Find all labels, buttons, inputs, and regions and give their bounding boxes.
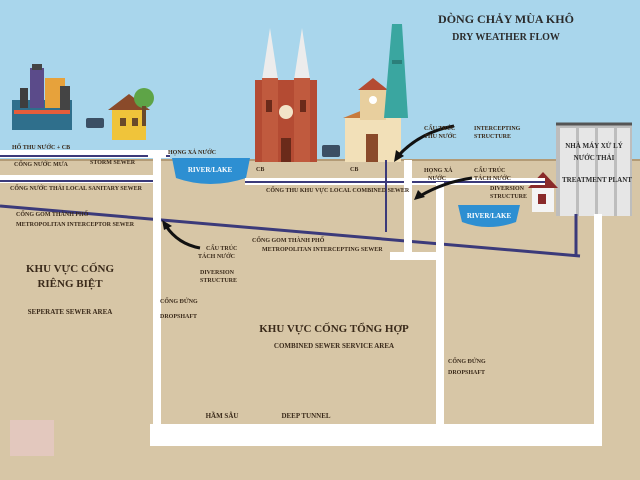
- label-plant-3: TREATMENT PLANT: [562, 176, 632, 184]
- label-separate-vi-2: RIÊNG BIỆT: [37, 277, 103, 290]
- cathedral-icon: [255, 28, 317, 162]
- title-en: DRY WEATHER FLOW: [452, 32, 560, 43]
- label-intercept-vi-2: THU NƯỚC: [424, 132, 457, 140]
- label-div-right-en-2: STRUCTURE: [490, 194, 527, 200]
- label-metro-vi: CỐNG GOM THÀNH PHỐ: [16, 210, 89, 218]
- factory-icon: [12, 64, 72, 130]
- title-vi: DÒNG CHẢY MÙA KHÔ: [438, 12, 574, 26]
- deep-tunnel: [150, 424, 602, 446]
- label-div-left-4: STRUCTURE: [200, 278, 237, 284]
- label-intercept-en-2: STRUCTURE: [474, 134, 511, 140]
- label-dropshaft-right-en: DROPSHAFT: [448, 370, 485, 376]
- label-outfall-left: HỌNG XẢ NƯỚC: [168, 148, 216, 156]
- diversion-shaft-center: [404, 160, 412, 260]
- label-div-left-1: CẤU TRÚC: [206, 244, 237, 252]
- label-storm-en: STORM SEWER: [90, 160, 136, 166]
- label-div-right-en-1: DIVERSION: [490, 186, 525, 192]
- label-cb-mid2: CB: [350, 167, 358, 173]
- arrow-diversion-right: [419, 176, 473, 198]
- river-lake-left: [172, 158, 250, 184]
- car-icon-center: [322, 145, 340, 157]
- label-div-right-vi-2: TÁCH NƯỚC: [474, 174, 511, 182]
- connector-pipe: [390, 252, 438, 260]
- label-separate-en: SEPERATE SEWER AREA: [28, 308, 113, 316]
- road-band-upper: [0, 150, 170, 158]
- road-band-lower: [0, 175, 160, 183]
- label-river-left: RIVER/LAKE: [188, 166, 233, 174]
- label-metro-int-vi: CỐNG GOM THÀNH PHỐ: [252, 236, 325, 244]
- arrow-diversion-left: [164, 225, 201, 250]
- tunnel-riser: [594, 214, 602, 446]
- dropshaft-right: [436, 182, 444, 430]
- label-outfall-right-2: NƯỚC: [428, 174, 446, 182]
- label-plant-2: NƯỚC THẢI: [574, 154, 615, 162]
- label-tunnel-vi: HẦM SÂU: [206, 412, 239, 420]
- dropshaft-left: [153, 150, 161, 430]
- label-dropshaft-right-vi: CỐNG ĐỨNG: [448, 357, 486, 365]
- metropolitan-interceptor-line: [0, 204, 581, 258]
- label-storm-vi: CỐNG NƯỚC MƯA: [14, 160, 69, 168]
- label-dropshaft-left-vi: CỐNG ĐỨNG: [160, 297, 198, 305]
- watermark-blur: [10, 420, 54, 456]
- car-icon: [86, 118, 104, 128]
- label-cb-mid1: CB: [256, 167, 264, 173]
- label-div-left-3: DIVERSION: [200, 270, 235, 276]
- label-metro-en: METROPOLITAN INTERCEPTOR SEWER: [16, 222, 135, 228]
- sky: [0, 0, 640, 160]
- label-local-combined: CỐNG THU KHU VỰC LOCAL COMBINED SEWER: [266, 186, 410, 194]
- tower-icon: [384, 24, 408, 118]
- label-combined-en: COMBINED SEWER SERVICE AREA: [274, 342, 394, 350]
- label-combined-vi: KHU VỰC CỐNG TỔNG HỢP: [259, 322, 409, 335]
- label-plant-1: NHÀ MÁY XỬ LÝ: [565, 142, 623, 150]
- label-cb-left: HỐ THU NƯỚC + CB: [12, 143, 70, 151]
- label-intercept-vi-1: CẤU TRÚC: [424, 124, 455, 132]
- label-river-right: RIVER/LAKE: [467, 212, 512, 220]
- tree-icon: [134, 88, 154, 108]
- label-outfall-right-1: HỌNG XẢ: [424, 166, 453, 174]
- river-lake-right: [458, 205, 520, 227]
- label-div-right-vi-1: CẤU TRÚC: [474, 166, 505, 174]
- label-dropshaft-left-en: DROPSHAFT: [160, 314, 197, 320]
- label-local-sanitary: CỐNG NƯỚC THẢI LOCAL SANITARY SEWER: [10, 184, 143, 192]
- label-tunnel-en: DEEP TUNNEL: [281, 412, 330, 420]
- house-icon: [108, 94, 150, 140]
- label-separate-vi-1: KHU VỰC CỐNG: [26, 262, 114, 275]
- label-div-left-2: TÁCH NƯỚC: [198, 252, 235, 260]
- treatment-plant-icon: [556, 122, 632, 216]
- label-intercept-en-1: INTERCEPTING: [474, 126, 521, 132]
- arrow-intercepting: [396, 124, 455, 158]
- label-metro-int-en: METROPOLITAN INTERCEPTING SEWER: [262, 247, 383, 253]
